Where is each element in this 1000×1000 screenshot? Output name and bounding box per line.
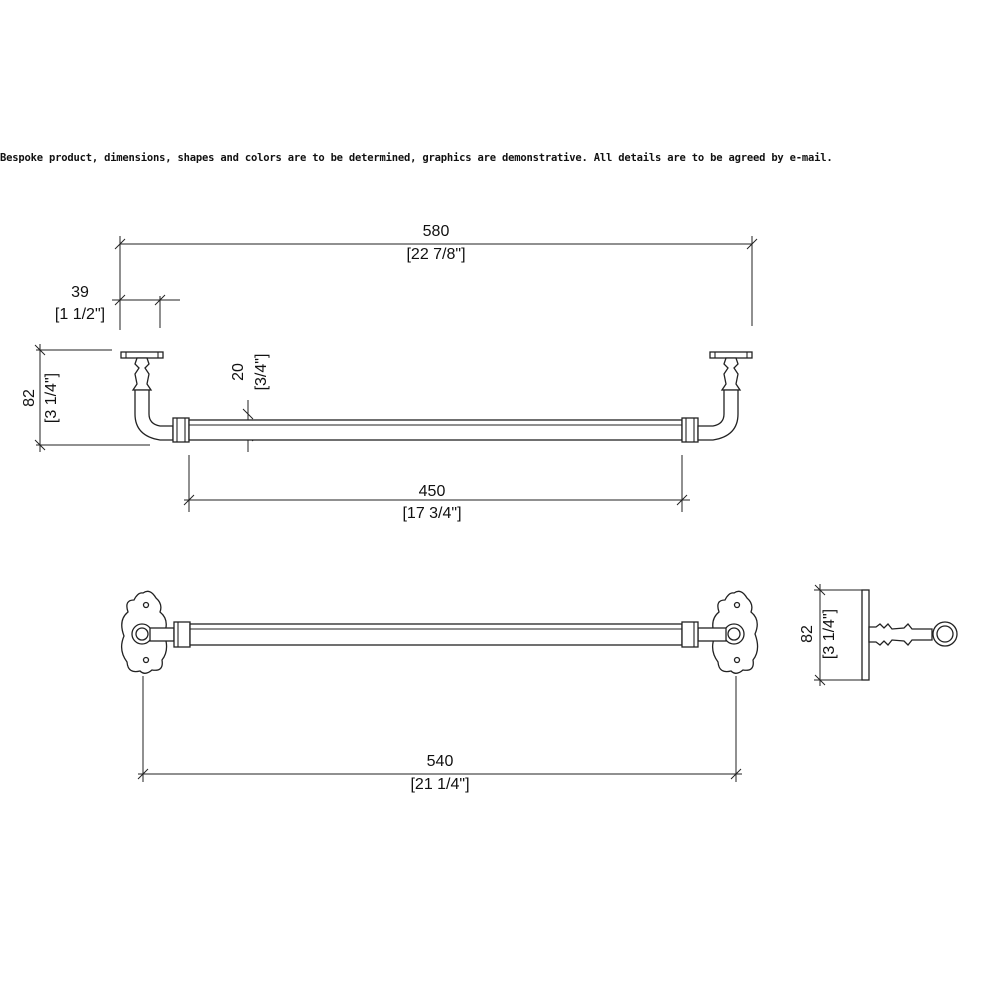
right-flange xyxy=(709,351,753,359)
overall-width-inch: [22 7/8"] xyxy=(406,246,465,263)
tick-mark xyxy=(746,238,758,250)
side-wall-plate xyxy=(861,589,870,681)
bar-tube xyxy=(188,419,683,441)
right-elbow-arm xyxy=(697,389,739,441)
tick-mark xyxy=(34,344,46,356)
right-mounting-post xyxy=(697,351,753,441)
tick-mark xyxy=(814,674,826,686)
plate-spacing-mm: 540 xyxy=(427,753,454,770)
plan-right-end-cap xyxy=(681,621,699,648)
screw-hole xyxy=(142,656,150,664)
height-mm: 82 xyxy=(21,389,38,407)
plan-bar-tube xyxy=(189,623,683,646)
tick-mark xyxy=(730,768,742,780)
tick-mark xyxy=(154,294,166,306)
left-end-cap xyxy=(172,417,190,443)
left-turned-collar xyxy=(131,357,153,391)
bar-diameter-mm: 20 xyxy=(230,363,247,381)
side-view: 82 [3 1/4"] xyxy=(799,584,958,686)
tick-mark xyxy=(676,494,688,506)
screw-hole xyxy=(733,601,741,609)
side-arm-profile xyxy=(868,623,933,646)
left-mounting-post xyxy=(120,351,174,441)
disclaimer-text: Bespoke product, dimensions, shapes and … xyxy=(0,152,833,164)
height-inch: [3 1/4"] xyxy=(43,373,60,423)
plate-spacing-inch: [21 1/4"] xyxy=(410,776,469,793)
left-elbow-arm xyxy=(134,389,174,441)
side-bar-section-inner xyxy=(936,625,954,643)
tick-mark xyxy=(137,768,149,780)
right-arm-neck xyxy=(697,627,727,642)
left-post-core xyxy=(135,627,149,641)
overall-width-mm: 580 xyxy=(423,223,450,240)
tick-mark xyxy=(114,294,126,306)
bar-length-mm: 450 xyxy=(419,483,446,500)
tick-mark xyxy=(114,238,126,250)
post-offset-inch: [1 1/2"] xyxy=(55,306,105,323)
tick-mark xyxy=(34,439,46,451)
right-post-core xyxy=(727,627,741,641)
screw-hole xyxy=(142,601,150,609)
plan-left-end-cap xyxy=(173,621,191,648)
tick-mark xyxy=(183,494,195,506)
bar-diameter-inch: [3/4"] xyxy=(253,354,270,391)
tick-mark xyxy=(242,408,254,420)
right-turned-collar xyxy=(720,357,742,391)
right-end-cap xyxy=(681,417,699,443)
tick-mark xyxy=(814,584,826,596)
front-elevation-view: 580 [22 7/8"] 39 [1 1/2"] 82 [3 1/4"] 20… xyxy=(21,223,758,522)
left-arm-neck xyxy=(149,627,175,642)
plan-view: 540 [21 1/4"] xyxy=(120,590,759,793)
towel-bar xyxy=(172,417,699,443)
left-flange xyxy=(120,351,164,359)
bar-length-inch: [17 3/4"] xyxy=(402,505,461,522)
screw-hole xyxy=(733,656,741,664)
post-offset-mm: 39 xyxy=(71,284,89,301)
side-depth-mm: 82 xyxy=(799,625,816,643)
side-depth-inch: [3 1/4"] xyxy=(821,609,838,659)
